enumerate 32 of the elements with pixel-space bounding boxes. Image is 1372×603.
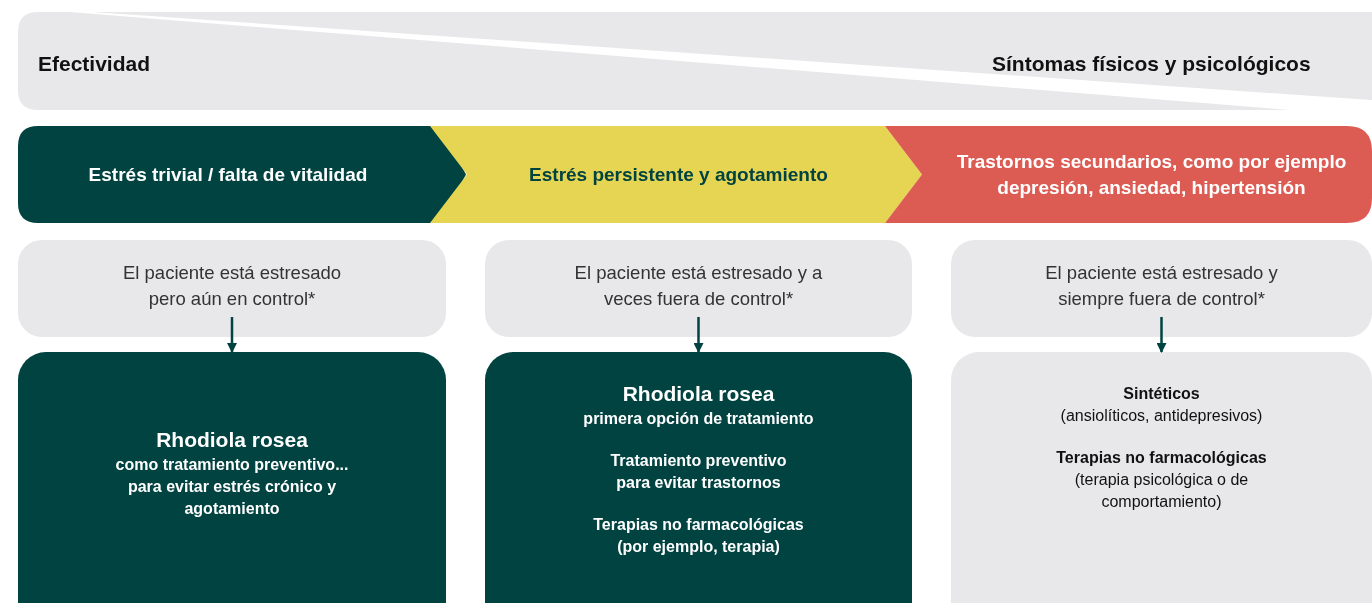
status-box (951, 240, 1372, 337)
treatment-box (485, 352, 912, 603)
treatment-heading: Rhodiola rosea (156, 426, 308, 453)
status-text: El paciente está estresado y siempre fuera de control* (1044, 261, 1279, 311)
arrow (227, 317, 237, 353)
status-box (485, 240, 912, 337)
treatment-heading: Terapias no farmacológicas (1056, 447, 1267, 468)
arrow (693, 317, 704, 353)
stage-band (885, 126, 1372, 223)
axis-label: Efectividad (38, 52, 151, 76)
axis-label: Síntomas físicos y psicológicos (992, 52, 1311, 76)
status-box (18, 240, 446, 337)
treatment-heading: Terapias no farmacológicas (593, 515, 804, 535)
treatment-detail: (por ejemplo, terapia) (617, 537, 780, 557)
stage-label: Trastornos secundarios, como por ejemplo depresión, ansiedad, hipertensión (955, 149, 1348, 200)
treatment-detail: primera opción de tratamiento (583, 409, 814, 429)
treatment-heading: Tratamiento preventivo (610, 451, 787, 471)
treatment-heading: Rhodiola rosea (622, 381, 775, 407)
status-text: El paciente está estresado y a veces fuera de control* (573, 261, 824, 311)
arrow (1156, 317, 1167, 353)
treatment-detail: para evitar trastornos (616, 473, 781, 493)
stage-label: Estrés persistente y agotamiento (529, 162, 828, 187)
treatment-box (951, 352, 1372, 603)
treatment-heading: Sintéticos (1123, 383, 1200, 404)
treatment-box (18, 352, 446, 603)
status-text: El paciente está estresado pero aún en control* (122, 261, 342, 311)
treatment-detail: (ansiolíticos, antidepresivos) (1060, 405, 1263, 426)
treatment-detail: (terapia psicológica o de comportamiento) (1073, 469, 1250, 512)
stage-label: Estrés trivial / falta de vitalidad (88, 162, 368, 187)
stage-band (18, 126, 468, 223)
stage-band (430, 126, 922, 223)
treatment-detail: como tratamiento preventivo... para evitar estrés crónico y agotamiento (114, 454, 350, 519)
